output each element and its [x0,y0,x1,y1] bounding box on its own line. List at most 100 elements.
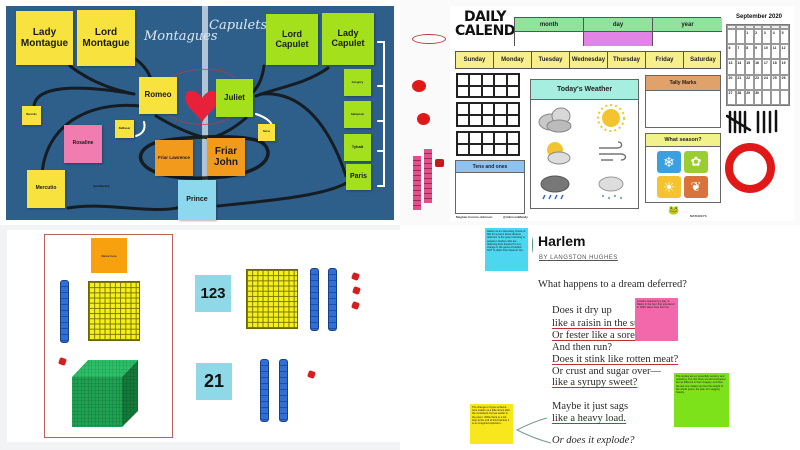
month-calendar-date-cell[interactable]: 7 [735,44,745,60]
winter-snowflake-icon[interactable]: ❄ [657,151,681,173]
summer-sun-icon[interactable]: ☀ [657,176,681,198]
day-input[interactable] [584,32,653,46]
number-card-21[interactable]: 21 [196,363,232,400]
pink-ten-rod-1[interactable] [413,156,421,210]
month-calendar-date-cell[interactable]: 26 [780,74,789,90]
month-calendar-date-cell[interactable]: 16 [753,59,763,75]
month-calendar-date-cell[interactable]: 5 [780,29,789,45]
month-calendar-date-cell[interactable]: 12 [780,44,789,60]
poem-author[interactable]: BY LANGSTON HUGHES [539,255,618,261]
weekday-tuesday[interactable]: Tuesday [532,52,570,68]
windy-icon[interactable] [599,141,627,161]
month-calendar-date-cell[interactable]: 28 [735,89,745,105]
note-gregory[interactable]: Gregory [344,69,371,96]
month-calendar-date-cell[interactable]: 27 [727,89,736,105]
note-paris[interactable]: Paris [346,164,371,190]
ten-frame-2[interactable] [456,102,520,127]
note-lord-capulet[interactable]: Lord Capulet [266,14,318,65]
month-calendar-date-cell[interactable]: 14 [735,59,745,75]
month-calendar-date-cell[interactable]: 23 [753,74,763,90]
red-counter-1[interactable] [412,80,426,92]
ten-rod-2[interactable] [328,268,337,331]
sticky-note-blue[interactable]: Harlem is an interesting choice of title… [485,228,528,271]
month-calendar-date-cell[interactable]: 21 [735,74,745,90]
tens-and-ones-panel[interactable]: Tens and ones [455,160,525,214]
weekday-monday[interactable]: Monday [494,52,532,68]
note-rosaline[interactable]: Rosaline [64,125,102,163]
month-calendar-date-cell[interactable]: 1 [744,29,754,45]
month-calendar-date-cell[interactable]: 29 [744,89,754,105]
month-calendar-date-cell[interactable]: 18 [771,59,781,75]
month-calendar-date-cell[interactable]: 25 [771,74,781,90]
cloudy-icon[interactable] [538,107,572,133]
note-prince[interactable]: Prince [178,180,216,220]
ten-frame-1[interactable] [456,73,520,98]
month-calendar-date-cell[interactable]: 8 [744,44,754,60]
note-lord-montague[interactable]: Lord Montague [77,10,135,66]
ten-rod-4[interactable] [279,359,288,422]
note-friar-lawrence[interactable]: Friar Lawrence [155,140,193,176]
name-label[interactable]: Name here [91,238,127,273]
red-oval-marker[interactable] [412,34,446,44]
weekday-wednesday[interactable]: Wednesday [570,52,608,68]
note-friar-john[interactable]: Friar John [207,138,245,176]
month-calendar-date-cell[interactable]: 4 [771,29,781,45]
fall-leaf-icon[interactable]: ❦ [684,176,708,198]
weekday-friday[interactable]: Friday [646,52,684,68]
note-tybalt[interactable]: Tybalt [344,134,371,161]
month-calendar-date-cell[interactable]: 9 [753,44,763,60]
tray-ten-rod[interactable] [60,280,69,343]
month-calendar-date-cell[interactable]: 22 [744,74,754,90]
note-benvolio[interactable]: Benvolio [22,106,41,125]
sticky-note-pink[interactable]: Lorraine Hansberry's play 'A Raisin in t… [635,298,678,341]
sunny-icon[interactable] [597,104,625,132]
month-calendar-date-cell[interactable]: 2 [753,29,763,45]
rainy-icon[interactable] [540,175,570,200]
month-input[interactable] [515,32,584,46]
pink-ten-rod-2[interactable] [424,149,432,203]
month-calendar-date-cell[interactable]: 19 [780,59,789,75]
month-calendar-date-cell[interactable]: 17 [762,59,772,75]
snowy-icon[interactable] [598,176,624,200]
month-calendar-date-cell[interactable]: 13 [727,59,736,75]
tray-thousand-cube[interactable] [71,359,141,429]
month-calendar-date-cell[interactable]: 6 [727,44,736,60]
note-mercutio[interactable]: Mercutio [27,170,65,208]
sticky-note-green[interactable]: The similes are so powerfully sensory an… [674,373,729,427]
weekday-thursday[interactable]: Thursday [608,52,646,68]
weekday-sunday[interactable]: Sunday [456,52,494,68]
month-calendar-date-cell[interactable]: 24 [762,74,772,90]
red-counter-2[interactable] [417,113,430,125]
month-calendar-date-cell[interactable]: 10 [762,44,772,60]
note-nurse[interactable]: Nurse [258,124,275,141]
poem-line-4: Or fester like a sore— [552,330,646,341]
spring-flower-icon[interactable]: ✿ [684,151,708,173]
note-lady-capulet[interactable]: Lady Capulet [322,13,374,65]
ten-rod-1[interactable] [310,268,319,331]
note-juliet[interactable]: Juliet [216,79,253,117]
tally-marks-drawing[interactable] [726,108,786,136]
note-romeo[interactable]: Romeo [139,77,177,114]
month-calendar-date-cell[interactable]: 20 [727,74,736,90]
ten-frame-3[interactable] [456,131,520,156]
note-balthasar[interactable]: Balthasar [115,120,134,138]
label-apothecary[interactable]: Apothecary [93,184,110,188]
tally-marks-panel[interactable]: Tally Marks [645,75,721,128]
poem-title: Harlem [538,233,586,249]
month-calendar-date-cell[interactable]: 15 [744,59,754,75]
red-ring-marker[interactable] [725,143,775,193]
month-calendar-date-cell[interactable]: 30 [753,89,763,105]
hundred-flat[interactable] [246,269,298,329]
number-card-123[interactable]: 123 [195,275,231,312]
weekday-saturday[interactable]: Saturday [690,57,716,63]
partly-cloudy-icon[interactable] [547,142,571,165]
year-input[interactable] [653,32,722,46]
red-unit-cube[interactable] [435,159,444,167]
note-sampson[interactable]: Sampson [344,101,371,128]
ten-rod-3[interactable] [260,359,269,422]
tray-hundred-flat[interactable] [88,281,140,341]
sticky-note-yellow[interactable]: The change to rhyme scheme here makes us… [470,404,513,444]
note-lady-montague[interactable]: Lady Montague [16,11,73,65]
month-calendar-date-cell[interactable]: 3 [762,29,772,45]
month-calendar-date-cell[interactable]: 11 [771,44,781,60]
